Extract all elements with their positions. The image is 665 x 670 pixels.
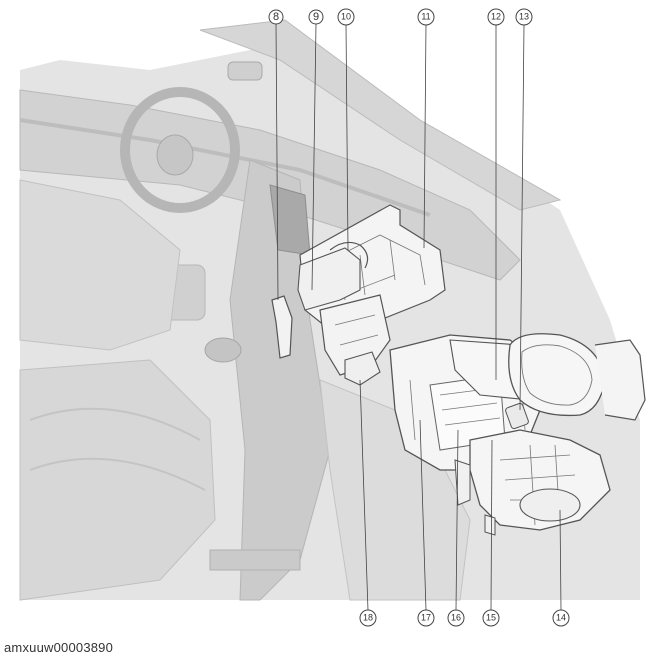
defroster-nozzle	[329, 241, 369, 269]
callout-12-circle	[487, 8, 505, 26]
callout-14: 14	[552, 609, 570, 627]
outside-air-duct	[594, 339, 646, 421]
hvac-components	[271, 204, 646, 536]
windshield-frame	[199, 19, 562, 211]
callout-16-label: 16	[451, 612, 461, 622]
callout-12-label: 12	[491, 11, 501, 21]
seat-lower	[19, 359, 216, 601]
blower-intake-inner	[521, 344, 593, 406]
seat-stitching	[29, 407, 206, 491]
blower-fan-housing	[519, 488, 581, 522]
callout-14-circle	[552, 609, 570, 627]
callout-8: 8	[268, 9, 284, 25]
callout-15-circle	[482, 609, 500, 627]
lower-connector	[344, 351, 381, 386]
leader-11	[423, 23, 427, 249]
callout-11-label: 11	[421, 11, 430, 21]
center-duct-detail	[334, 314, 379, 346]
callout-9: 9	[308, 9, 324, 25]
callouts: 8 9 10 11 12 13 18 17	[268, 8, 570, 627]
seat-upper	[19, 179, 181, 351]
rear-view-mirror	[227, 61, 263, 81]
callout-16: 16	[447, 609, 465, 627]
cup-holder	[204, 337, 242, 363]
leader-10	[345, 23, 349, 251]
callout-10-circle	[337, 8, 355, 26]
lower-outlet-2	[484, 514, 496, 536]
callout-8-circle	[268, 9, 284, 25]
callout-15-label: 15	[486, 612, 496, 622]
callout-18: 18	[359, 609, 377, 627]
steering-hub	[156, 134, 194, 176]
callout-13: 13	[515, 8, 533, 26]
callout-16-circle	[447, 609, 465, 627]
callout-11-circle	[417, 8, 435, 26]
side-vent-unit	[297, 247, 361, 311]
hvac-case-detail	[409, 364, 526, 441]
dashboard-trim	[19, 118, 431, 217]
callout-10-label: 10	[341, 11, 351, 21]
leader-13	[519, 23, 525, 411]
callout-17-circle	[417, 609, 435, 627]
callout-12: 12	[487, 8, 505, 26]
leader-9	[311, 23, 317, 291]
callout-9-circle	[308, 9, 324, 25]
callout-13-label: 13	[519, 11, 529, 21]
callout-17-label: 17	[421, 612, 431, 622]
callout-8-label: 8	[273, 11, 279, 23]
leader-18	[359, 379, 369, 611]
leader-8	[275, 23, 279, 301]
callout-9-label: 9	[313, 11, 319, 23]
leader-lines	[275, 23, 562, 611]
steering-wheel	[120, 87, 240, 213]
callout-13-circle	[515, 8, 533, 26]
leader-16	[455, 429, 459, 611]
leader-14	[559, 509, 562, 611]
callout-18-label: 18	[363, 612, 373, 622]
leader-15	[490, 439, 493, 611]
callout-14-label: 14	[556, 612, 566, 622]
callout-10: 10	[337, 8, 355, 26]
callout-18-circle	[359, 609, 377, 627]
actuator-motor	[505, 402, 529, 430]
callout-17: 17	[417, 609, 435, 627]
callout-15: 15	[482, 609, 500, 627]
floor-panel	[209, 549, 301, 571]
callout-11: 11	[417, 8, 435, 26]
image-code-caption: amxuuw00003890	[4, 640, 114, 655]
leader-17	[419, 419, 427, 611]
floor-duct	[271, 295, 293, 359]
